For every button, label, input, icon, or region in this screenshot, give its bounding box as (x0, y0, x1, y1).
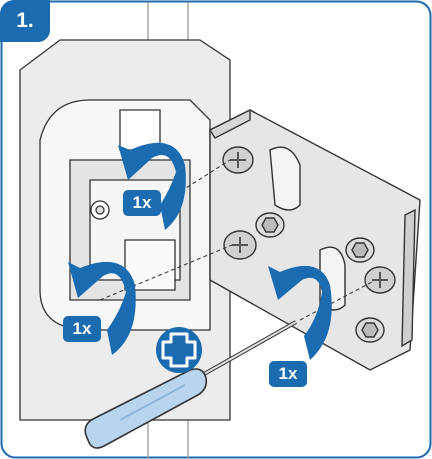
screw-middle (223, 230, 257, 260)
rotation-arrow-upper-left (118, 142, 186, 230)
rotation-count-badge: 1x (63, 316, 101, 342)
rotation-arrow-lower-left (68, 261, 136, 355)
step-number-badge: 1. (0, 0, 50, 42)
screw-top (222, 146, 254, 174)
hex-bolt (255, 212, 385, 343)
screwdriver (84, 320, 297, 449)
screw-right (364, 266, 396, 294)
rotation-count-badge: 1x (123, 190, 161, 216)
rotation-arrow-right (268, 265, 332, 360)
phillips-screwdriver-icon (156, 327, 202, 373)
rotation-count-badge: 1x (269, 361, 307, 387)
